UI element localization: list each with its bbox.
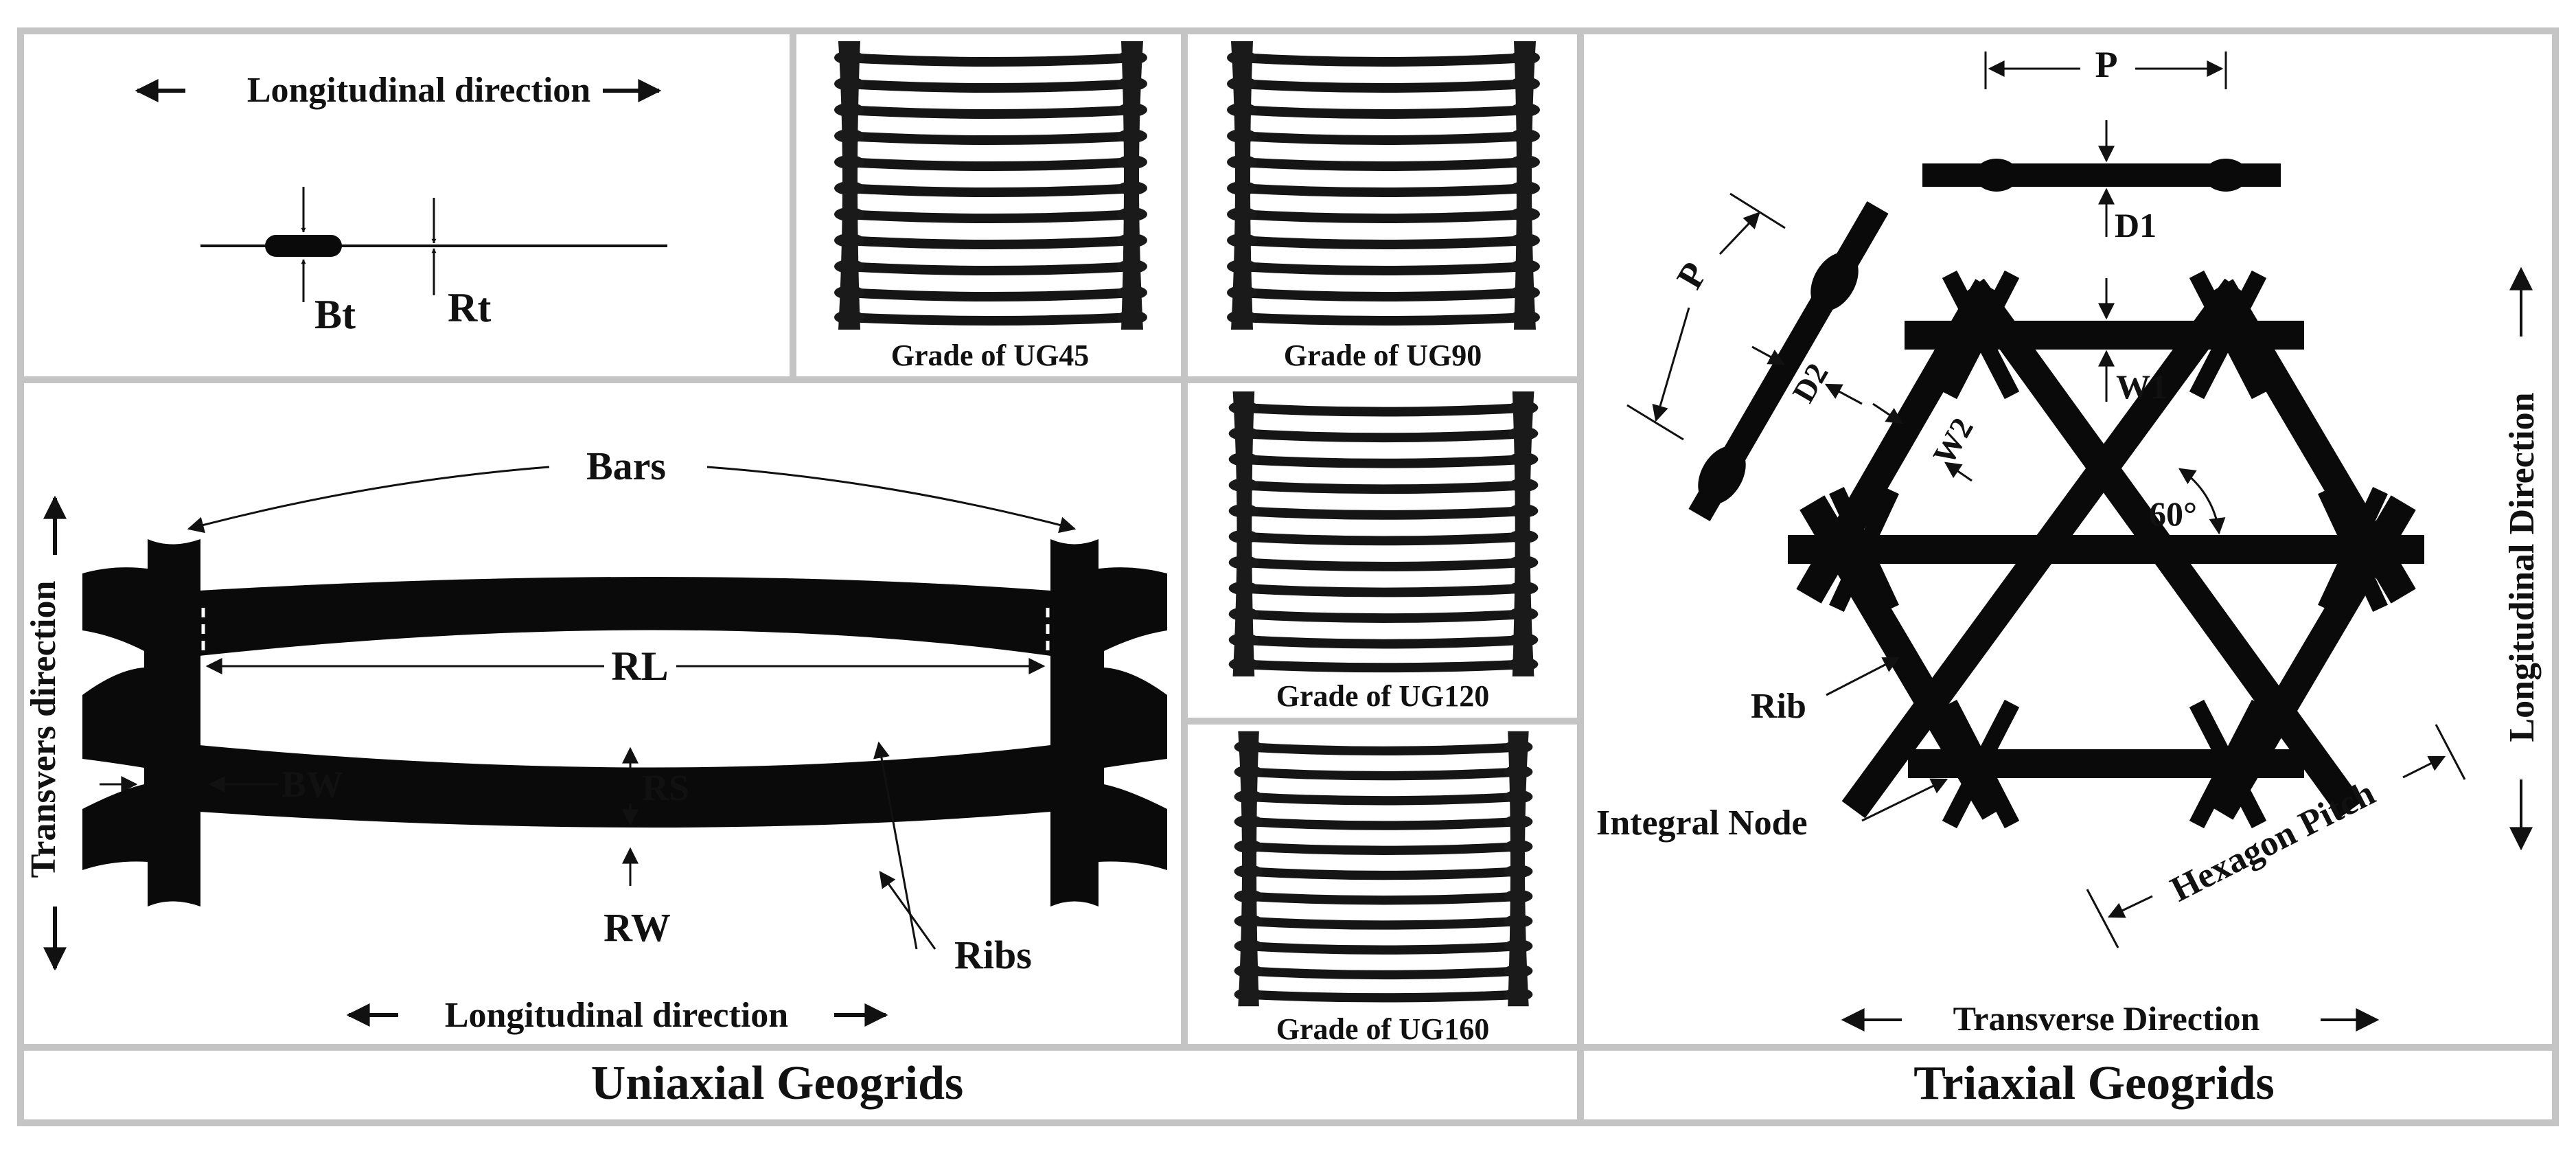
grade-photo-ug90: Grade of UG90: [1227, 41, 1540, 372]
triaxial-node-label: Integral Node: [1596, 804, 1808, 843]
triaxial-caption: Triaxial Geogrids: [1913, 1057, 2275, 1110]
triaxial-transverse-label: Transverse Direction: [1953, 999, 2260, 1038]
uniaxial-detail-panel: Bars RL BW RS RW Ribs Transvers directio…: [24, 444, 1167, 1035]
uniaxial-longitudinal-label: Longitudinal direction: [445, 996, 788, 1035]
ribs-label: Ribs: [954, 933, 1032, 977]
triaxial-w2-label: W2: [1926, 412, 1980, 470]
grade-photo-ug120: Grade of UG120: [1228, 391, 1539, 713]
grade-label-ug90: Grade of UG90: [1284, 339, 1482, 372]
uniaxial-right-bar: [1050, 539, 1167, 907]
panel-frames: [17, 27, 2559, 1126]
triaxial-w1-label: W1: [2116, 367, 2167, 406]
uniaxial-ribs: [199, 577, 1050, 828]
rib-thickness-label: Rt: [448, 285, 491, 330]
grade-label-ug160: Grade of UG160: [1276, 1012, 1489, 1046]
uniaxial-caption: Uniaxial Geogrids: [591, 1057, 964, 1110]
cross-section-direction-label: Longitudinal direction: [247, 71, 590, 110]
rib-width-label: RW: [603, 905, 671, 950]
rib-spacing-label: RS: [642, 767, 689, 808]
grade-label-ug120: Grade of UG120: [1276, 679, 1489, 713]
bar-thickness-label: Bt: [314, 292, 356, 337]
bars-label: Bars: [586, 444, 666, 488]
triaxial-d1-label: D1: [2115, 206, 2157, 244]
grade-photo-ug160: Grade of UG160: [1234, 731, 1533, 1046]
cross-section-bar: [265, 235, 342, 257]
triaxial-panel: P D1 P D2: [1596, 44, 2542, 1038]
grade-label-ug45: Grade of UG45: [891, 339, 1089, 372]
triaxial-rib-label: Rib: [1751, 687, 1806, 726]
bar-width-label: BW: [281, 764, 343, 805]
triaxial-angle-label: 60°: [2149, 494, 2197, 533]
hexagon-pitch-label: Hexagon Pitch: [2165, 773, 2382, 909]
triaxial-pitch-diagonal-label: P: [1668, 255, 1715, 296]
triaxial-hexagon-grid: [1788, 270, 2424, 829]
triaxial-pitch-top-label: P: [2095, 44, 2118, 85]
uniaxial-transverse-label: Transvers direction: [24, 581, 63, 878]
rib-length-label: RL: [611, 643, 668, 689]
grade-photo-ug45: Grade of UG45: [834, 41, 1147, 372]
uniaxial-left-bar: [82, 539, 200, 907]
cross-section-panel: Longitudinal direction Bt Rt: [135, 71, 667, 337]
triaxial-longitudinal-label: Longitudinal Direction: [2503, 392, 2542, 742]
